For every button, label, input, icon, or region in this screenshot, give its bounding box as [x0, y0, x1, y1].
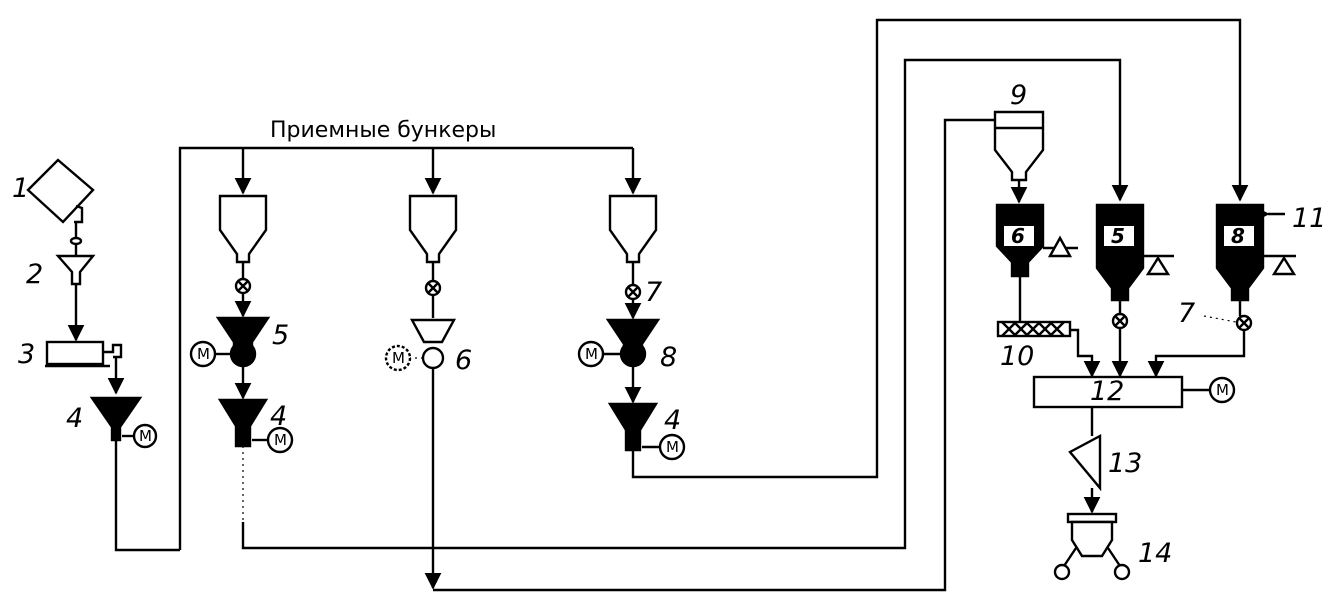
label-12: 12 — [1090, 376, 1124, 407]
label-4c: 4 — [664, 405, 681, 436]
diagram-title: Приемные бункеры — [270, 118, 496, 143]
motor-label: M — [666, 438, 679, 456]
mixer-12: M — [1032, 375, 1236, 436]
label-3: 3 — [18, 339, 35, 370]
cone-13 — [1068, 434, 1102, 514]
label-9: 9 — [1010, 80, 1027, 111]
label-14: 14 — [1138, 538, 1172, 569]
cart-14 — [1053, 512, 1131, 581]
distribution-line — [178, 146, 642, 550]
label-4b: 4 — [270, 401, 287, 432]
label-2: 2 — [26, 259, 43, 290]
label-7b: 7 — [1178, 298, 1195, 329]
label-5b: 5 — [1111, 224, 1125, 248]
column-1: M M — [189, 58, 1129, 550]
label-8b: 8 — [1231, 224, 1245, 248]
motor-label: M — [1216, 381, 1229, 399]
column-2: M — [384, 118, 1005, 592]
motor-label: M — [139, 427, 152, 445]
label-4a: 4 — [66, 403, 83, 434]
bin-8: 8 — [1147, 203, 1297, 378]
motor-label: M — [585, 345, 598, 363]
motor-label: M — [197, 345, 210, 363]
label-6b: 6 — [1011, 224, 1025, 248]
funnel-2 — [55, 244, 96, 342]
label-10: 10 — [1000, 341, 1034, 372]
container-1 — [26, 158, 95, 246]
label-13: 13 — [1108, 448, 1142, 479]
hopper-9 — [993, 110, 1045, 204]
label-11: 11 — [1292, 203, 1326, 234]
pump-4-left: M — [89, 396, 180, 552]
motor-label: M — [392, 349, 405, 367]
label-1: 1 — [12, 173, 29, 204]
label-5a: 5 — [272, 320, 289, 351]
bin-6: 6 — [995, 203, 1101, 378]
bin-5: 5 — [1095, 203, 1174, 378]
machine-3 — [45, 340, 125, 395]
label-6a: 6 — [455, 345, 472, 376]
column-3: M M — [577, 18, 1249, 479]
motor-label: M — [274, 431, 287, 449]
label-7a: 7 — [645, 277, 662, 308]
label-8a: 8 — [660, 342, 677, 373]
